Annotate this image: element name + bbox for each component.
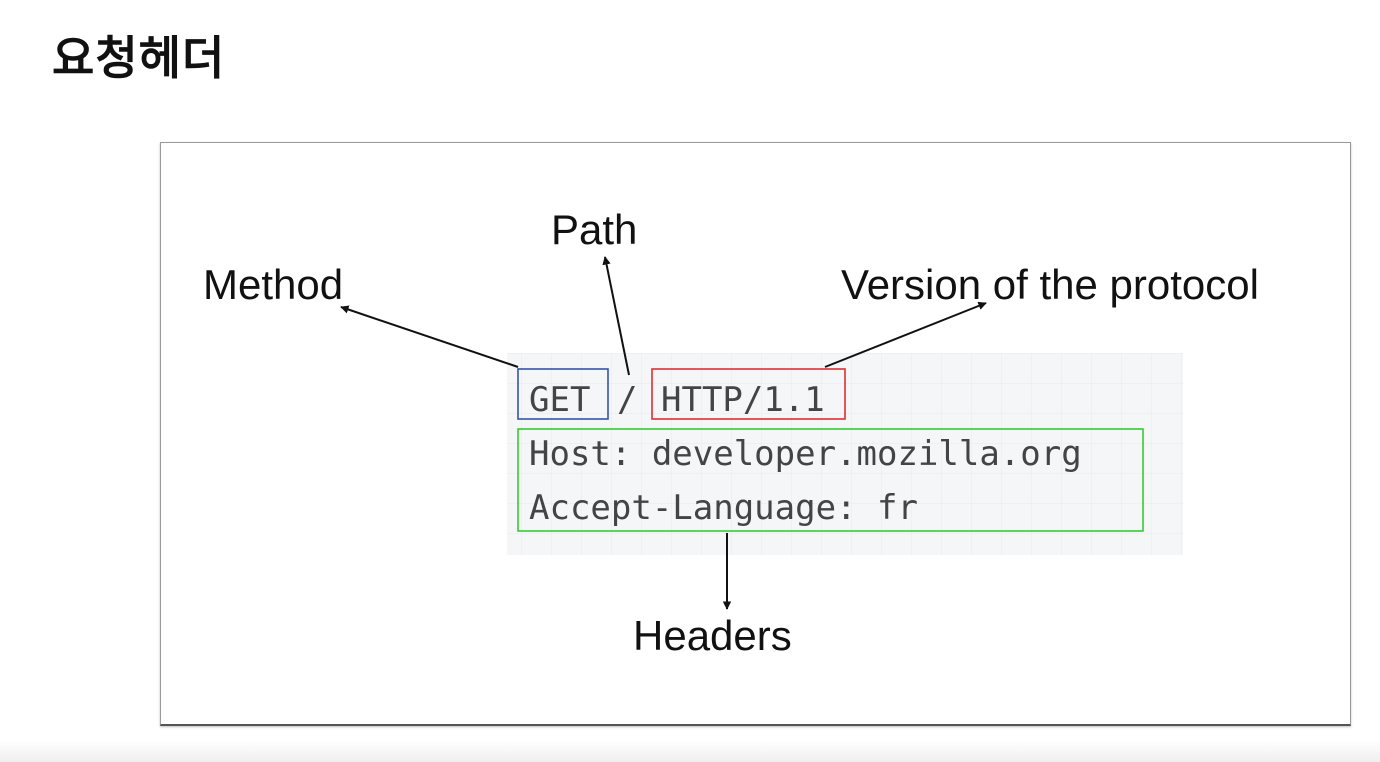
- method-label: Method: [203, 261, 343, 308]
- path-text: /: [617, 380, 637, 420]
- path-label: Path: [551, 206, 637, 253]
- version-label: Version of the protocol: [841, 261, 1259, 308]
- headers-label: Headers: [633, 612, 792, 659]
- header-line-host: Host: developer.mozilla.org: [529, 434, 1082, 474]
- diagram-canvas: GET / HTTP/1.1 Host: developer.mozilla.o…: [203, 206, 1259, 659]
- version-box: [651, 368, 846, 420]
- headers-box: [517, 428, 1144, 532]
- path-arrow: [602, 256, 630, 376]
- http-request-diagram: GET / HTTP/1.1 Host: developer.mozilla.o…: [160, 142, 1351, 726]
- method-text: GET: [529, 380, 590, 420]
- method-arrow: [340, 305, 519, 368]
- bottom-band: [0, 740, 1380, 762]
- method-box: [517, 368, 609, 420]
- version-arrow: [824, 301, 987, 368]
- page-title: 요청헤더: [52, 31, 226, 85]
- header-line-accept-language: Accept-Language: fr: [529, 488, 918, 528]
- version-text: HTTP/1.1: [661, 380, 825, 420]
